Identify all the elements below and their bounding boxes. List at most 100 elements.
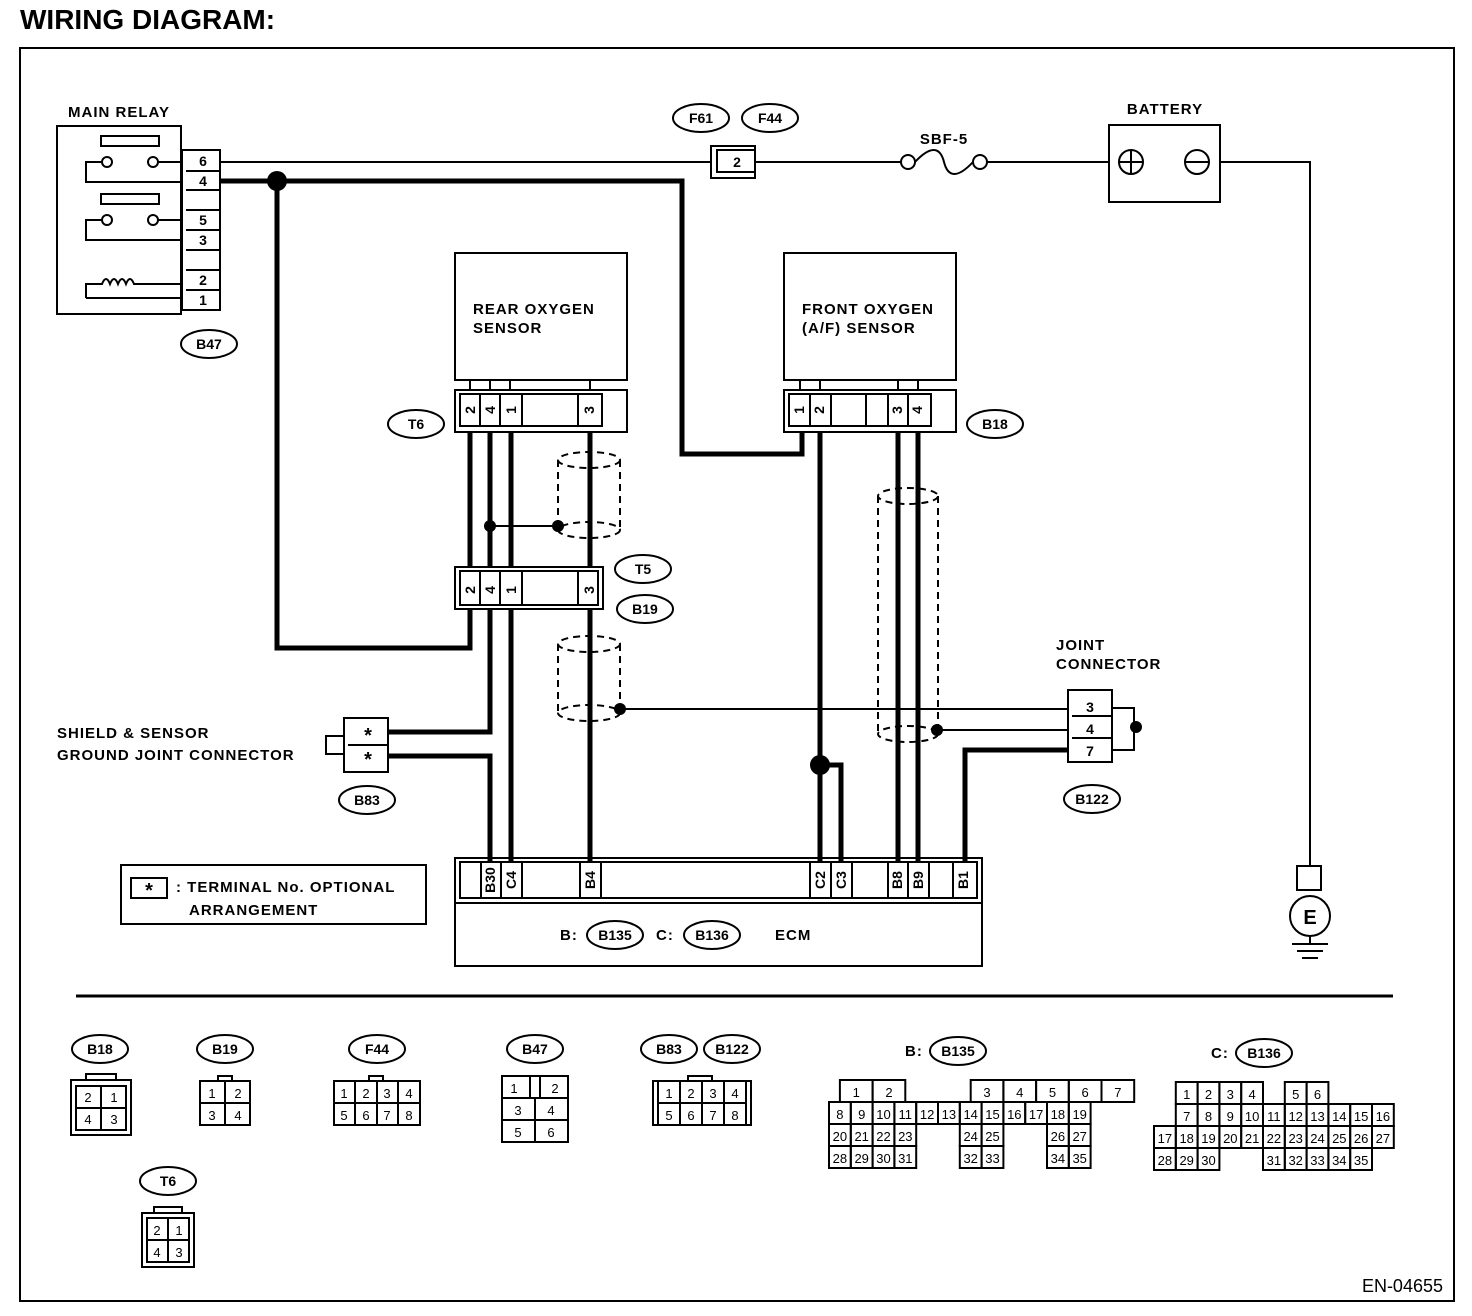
pin-cell-label: 12: [920, 1107, 934, 1122]
relay-pin: 4: [199, 173, 207, 189]
layout-cell: 4: [547, 1103, 554, 1118]
pin-cell-label: 30: [1201, 1153, 1215, 1168]
legend-line: ARRANGEMENT: [189, 902, 318, 919]
layout-id: B135: [941, 1043, 975, 1059]
layout-cell: 2: [84, 1090, 91, 1105]
wires: [220, 161, 1311, 866]
shield-rear-lower: [557, 635, 621, 722]
layout-cell: 4: [234, 1108, 241, 1123]
ecm-pin: C2: [812, 871, 828, 889]
joint-pin: 7: [1086, 743, 1094, 759]
layout-cell: 4: [731, 1086, 738, 1101]
battery-label: BATTERY: [1127, 101, 1203, 118]
pin-cell-label: 29: [854, 1151, 868, 1166]
pin-cell-label: 13: [942, 1107, 956, 1122]
f61-pin: 2: [733, 154, 741, 170]
layout-cell: 2: [362, 1086, 369, 1101]
ecm-pin: B30: [482, 867, 498, 893]
layout-cell: 3: [383, 1086, 390, 1101]
connector-id-b136: B136: [695, 927, 729, 943]
relay-pin: 1: [199, 292, 207, 308]
pin-cell-label: 2: [1205, 1087, 1212, 1102]
pin-cell-label: 18: [1179, 1131, 1193, 1146]
fuse-label: SBF-5: [920, 131, 968, 148]
joint-pin: 4: [1086, 721, 1094, 737]
joint-connector: JOINT CONNECTOR 3 4 7 B122: [1056, 637, 1160, 814]
connector-id-b47: B47: [196, 336, 222, 352]
pin-cell-label: 33: [985, 1151, 999, 1166]
pin-cell-label: 26: [1051, 1129, 1065, 1144]
pin-cell-label: 4: [1016, 1085, 1023, 1100]
pin-cell-label: 6: [1082, 1085, 1089, 1100]
front-sensor-label: FRONT OXYGEN: [802, 301, 934, 318]
rear-sensor-label: REAR OXYGEN: [473, 301, 595, 318]
pin-cell-label: 28: [1158, 1153, 1172, 1168]
pin-cell-label: 16: [1007, 1107, 1021, 1122]
front-oxygen-sensor: FRONT OXYGEN (A/F) SENSOR 1 2 3 4 B18: [783, 252, 1024, 439]
relay-pin: 3: [199, 232, 207, 248]
layout-id: F44: [365, 1041, 389, 1057]
pin-cell-label: 5: [1292, 1087, 1299, 1102]
layout-cell: 8: [405, 1108, 412, 1123]
shield-pin: *: [364, 749, 372, 771]
connector-id-f61: F61: [689, 110, 713, 126]
diagram-heading: WIRING DIAGRAM:: [20, 4, 276, 35]
t5-pin: 4: [482, 586, 498, 594]
pin-cell-label: 25: [1332, 1131, 1346, 1146]
ecm-pin: B9: [910, 871, 926, 889]
front-sensor-pin: 4: [909, 406, 925, 414]
layout-cell: 1: [175, 1223, 182, 1238]
layout-cell: 6: [687, 1108, 694, 1123]
rear-sensor-pin: 4: [482, 406, 498, 414]
pin-cell-label: 2: [885, 1085, 892, 1100]
layout-cell: 1: [340, 1086, 347, 1101]
rear-sensor-pin: 1: [503, 406, 519, 414]
pin-cell-label: 29: [1179, 1153, 1193, 1168]
pin-cell: [1067, 1145, 1092, 1169]
layout-cell: 5: [340, 1108, 347, 1123]
battery: BATTERY: [1108, 101, 1221, 203]
front-sensor-pin: 2: [811, 406, 827, 414]
pin-cell-label: 1: [853, 1085, 860, 1100]
ecm-pin: C4: [503, 871, 519, 889]
connector-id-b122: B122: [1075, 791, 1109, 807]
pin-cell-label: 10: [1245, 1109, 1259, 1124]
front-sensor-label: (A/F) SENSOR: [802, 320, 916, 337]
layout-cell: 2: [153, 1223, 160, 1238]
ecm-pin: B4: [582, 871, 598, 889]
pin-cell-label: 27: [1072, 1129, 1086, 1144]
fuse-connector-f61: F61 F44 2: [672, 103, 799, 179]
pin-cell-label: 35: [1072, 1151, 1086, 1166]
pin-cell: [1349, 1147, 1373, 1171]
t5-pin: 3: [581, 586, 597, 594]
pin-cell-label: 13: [1310, 1109, 1324, 1124]
pin-cell-label: 10: [876, 1107, 890, 1122]
layout-cell: 1: [110, 1090, 117, 1105]
layout-prefix: C:: [1211, 1045, 1229, 1062]
pin-cell-label: 6: [1314, 1087, 1321, 1102]
pin-cell-label: 23: [1288, 1131, 1302, 1146]
layout-cell: 8: [731, 1108, 738, 1123]
pin-cell-label: 19: [1072, 1107, 1086, 1122]
front-sensor-pin: 1: [791, 406, 807, 414]
pin-cell-label: 7: [1183, 1109, 1190, 1124]
pin-cell-label: 22: [1267, 1131, 1281, 1146]
rear-oxygen-sensor: REAR OXYGEN SENSOR 2 4 1 3 T6: [387, 252, 628, 439]
main-relay: MAIN RELAY 6 4 5 3 2 1 B47: [56, 104, 238, 359]
pin-cell: [893, 1145, 918, 1169]
pin-cell-label: 24: [1310, 1131, 1324, 1146]
pin-cell-label: 28: [833, 1151, 847, 1166]
pin-cell-label: 19: [1201, 1131, 1215, 1146]
diagram-frame: [19, 47, 1455, 1302]
pin-cell-label: 14: [963, 1107, 977, 1122]
rear-sensor-pin: 2: [462, 406, 478, 414]
shield-label: SHIELD & SENSOR: [57, 725, 210, 742]
pin-cell-label: 17: [1029, 1107, 1043, 1122]
layout-t6: T6 2 1 4 3: [139, 1166, 197, 1268]
pin-cell-label: 20: [1223, 1131, 1237, 1146]
connector-id-t6: T6: [408, 416, 425, 432]
ground: E: [1289, 865, 1331, 959]
pin-cell-label: 9: [858, 1107, 865, 1122]
ecm-pin: B8: [889, 871, 905, 889]
